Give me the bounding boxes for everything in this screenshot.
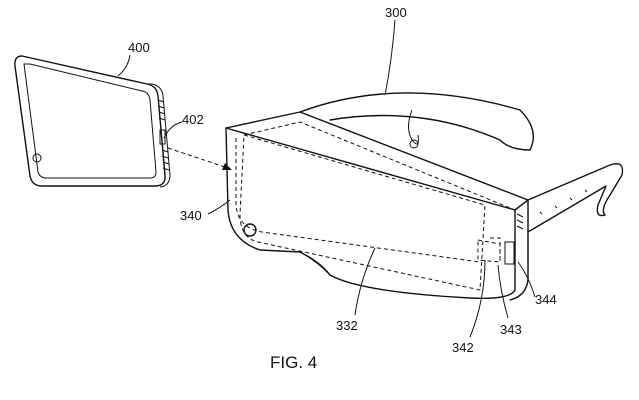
leader-lines [117,19,536,338]
insert-arrow [167,147,232,170]
label-332: 332 [336,318,358,333]
figure-caption: FIG. 4 [270,353,317,372]
label-344: 344 [535,292,557,307]
label-343: 343 [500,322,522,337]
label-300: 300 [385,5,407,20]
label-340: 340 [180,208,202,223]
label-342: 342 [452,340,474,355]
headset-drawing [225,92,624,301]
label-400: 400 [128,40,150,55]
phone-drawing [14,55,171,188]
label-402: 402 [182,112,204,127]
